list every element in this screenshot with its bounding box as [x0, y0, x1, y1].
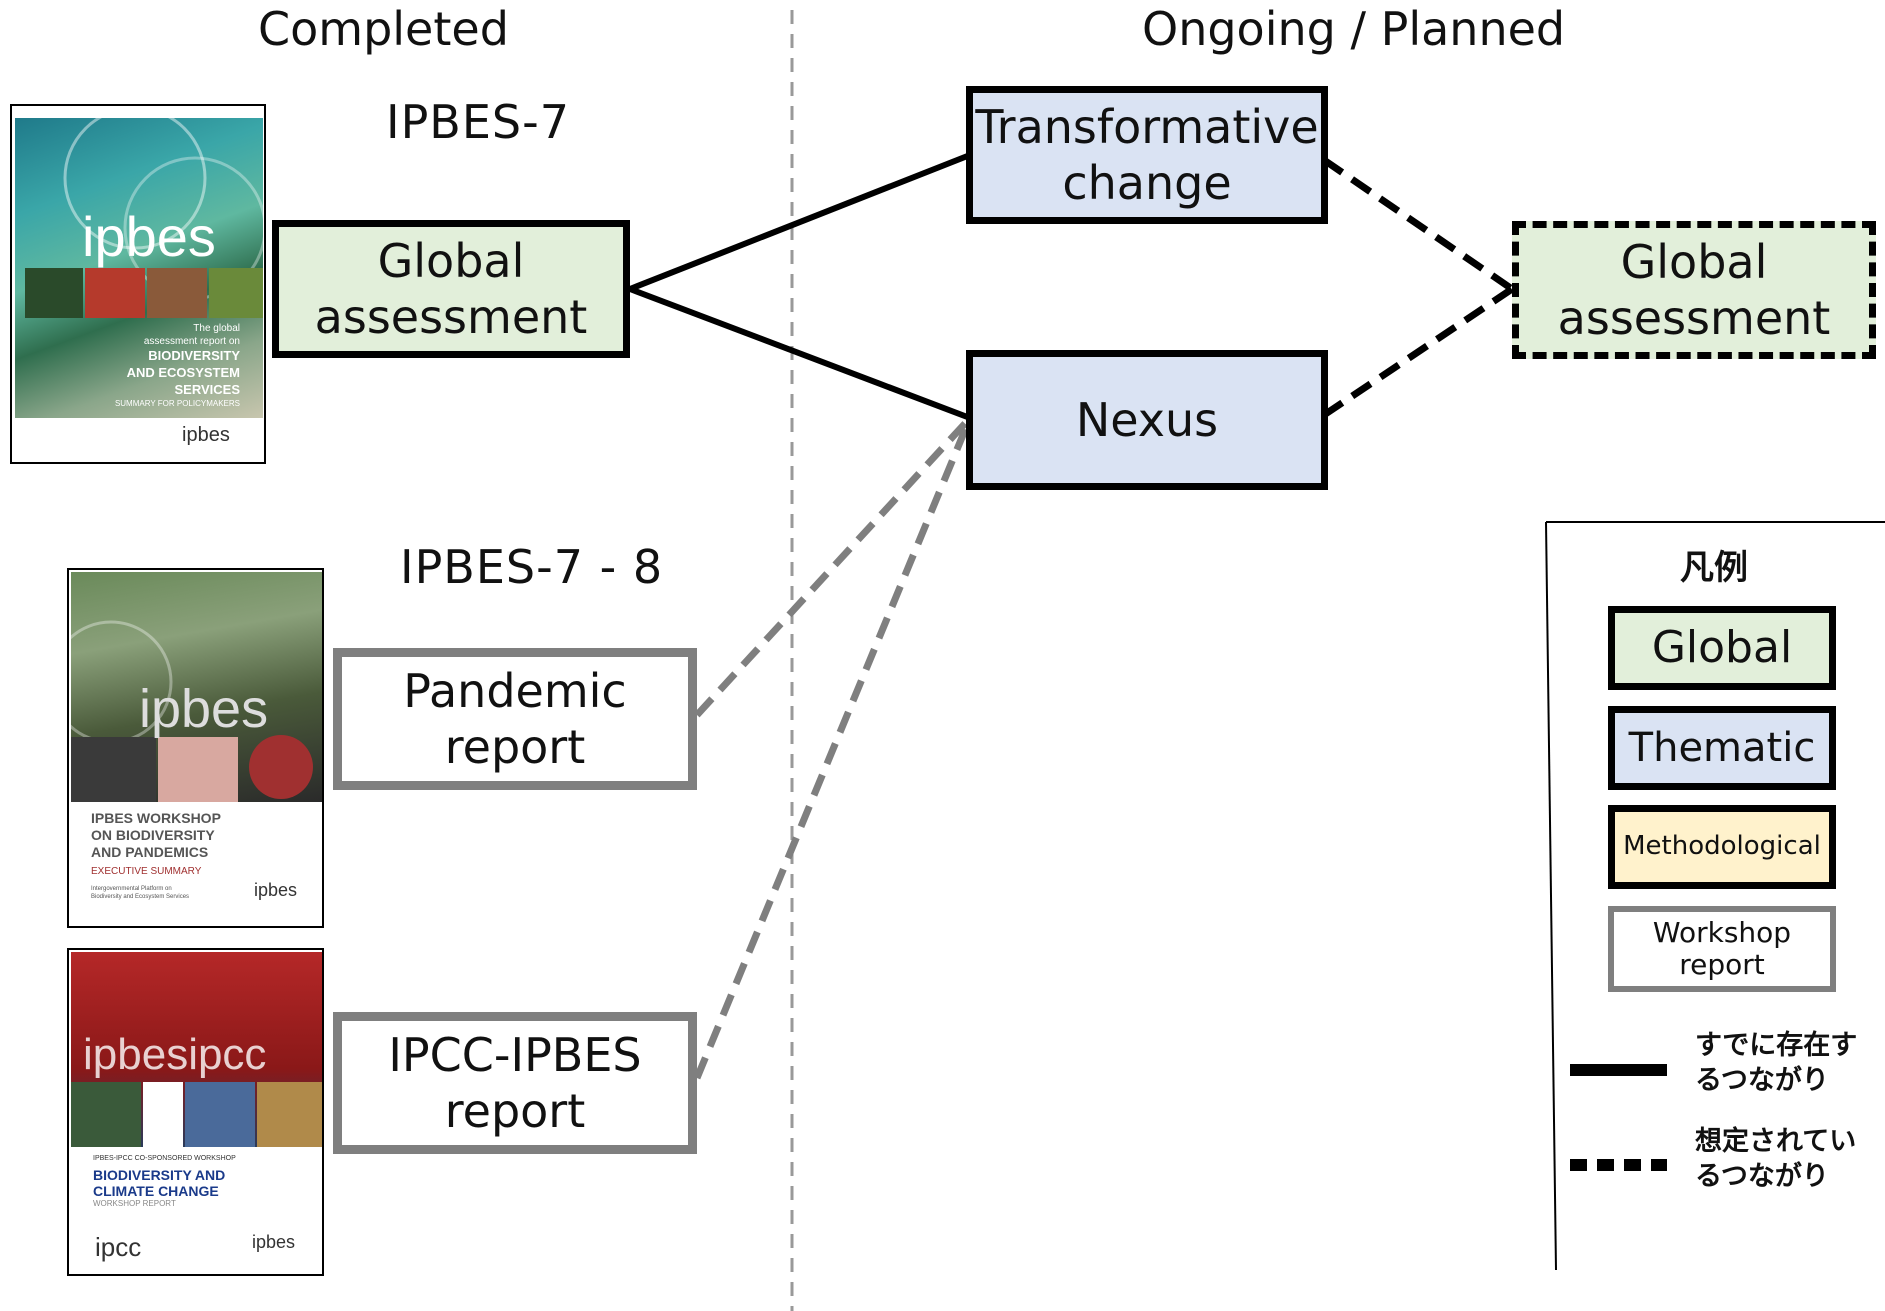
edge-global-to-transformative	[628, 152, 972, 292]
node-global-assessment-planned: Global assessment	[1512, 221, 1876, 359]
legend-solid-label: すでに存在す るつながり	[1695, 1030, 1858, 1097]
ipbes-logo: ipbes	[254, 880, 298, 900]
ipbes-logo: ipbes	[182, 424, 230, 446]
cover-text: IPBES-IPCC CO-SPONSORED WORKSHOP BIODIVE…	[93, 1155, 236, 1209]
cover-wordmark: ipbesipcc	[83, 1030, 267, 1079]
cover-wordmark: ipbes	[139, 679, 269, 739]
completed-header: Completed	[258, 2, 509, 56]
legend-global: Global	[1608, 606, 1836, 690]
section-ipbes78: IPBES-7 - 8	[400, 540, 664, 594]
edge-global-to-nexus	[628, 286, 972, 421]
cover-text: IPBES WORKSHOP ON BIODIVERSITY AND PANDE…	[91, 810, 221, 900]
cover-ipbes-ipcc: ipbesipcc IPBES-IPCC CO-SPONSORED WORKSH…	[67, 948, 324, 1276]
cover-global-assessment: ipbes The global assessment report on BI…	[10, 104, 266, 464]
node-nexus: Nexus	[966, 350, 1328, 490]
legend-workshop: Workshop report	[1608, 906, 1836, 992]
node-pandemic-report: Pandemic report	[333, 648, 697, 790]
legend-thematic: Thematic	[1608, 706, 1836, 790]
legend-frame-left	[1545, 521, 1557, 1271]
legend-methodological: Methodological	[1608, 805, 1836, 889]
cover-wordmark: ipbes	[82, 205, 216, 268]
cover-text: The global assessment report on BIODIVER…	[114, 323, 240, 408]
ipcc-logo: ipcc	[95, 1232, 142, 1262]
node-global-assessment-completed: Global assessment	[272, 220, 630, 358]
section-ipbes7: IPBES-7	[386, 95, 570, 149]
node-ipcc-ipbes-report: IPCC-IPBES report	[333, 1012, 697, 1154]
node-transformative-change: Transformative change	[966, 86, 1328, 224]
edge-transformative-to-global-planned	[1322, 157, 1514, 292]
legend-title: 凡例	[1680, 548, 1748, 588]
ipbes-logo: ipbes	[252, 1232, 296, 1252]
edge-pandemic-to-nexus	[694, 415, 973, 718]
ongoing-header: Ongoing / Planned	[1142, 2, 1566, 56]
legend-dashed-label: 想定されてい るつながり	[1695, 1126, 1857, 1193]
edge-nexus-to-global-planned	[1322, 286, 1514, 418]
edge-ipcc-to-nexus	[693, 416, 974, 1080]
cover-pandemic: ipbes IPBES WORKSHOP ON BIODIVERSITY AND…	[67, 568, 324, 928]
